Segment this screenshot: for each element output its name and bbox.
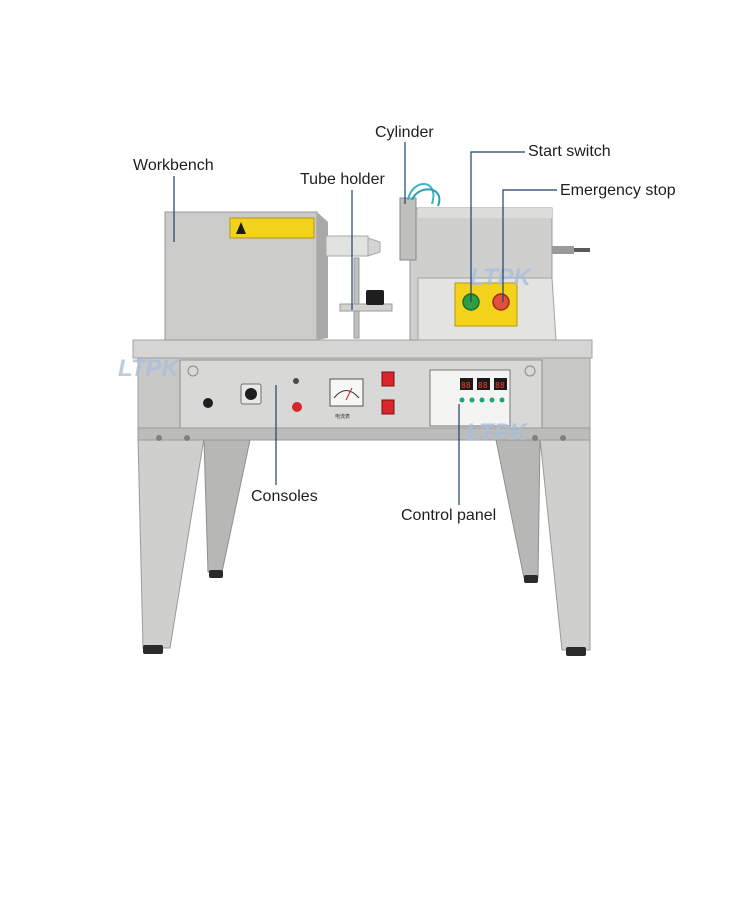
apron-bottom-rail	[137, 427, 591, 441]
warning-sticker	[229, 217, 315, 239]
apron-bolt-right	[524, 365, 536, 377]
heater-shaft-end	[574, 248, 590, 252]
right-front-foot	[566, 647, 586, 656]
rocker-switch-bottom[interactable]	[381, 399, 395, 415]
table-top	[132, 339, 593, 359]
label-consoles: Consoles	[251, 488, 318, 505]
display-digit-2: 88	[478, 381, 488, 390]
screw-right-2	[560, 435, 566, 441]
rocker-switch-top[interactable]	[381, 371, 395, 387]
panel-buttons	[459, 397, 505, 403]
panel-button[interactable]	[499, 397, 505, 403]
display-2	[477, 378, 490, 390]
label-tube-holder: Tube holder	[300, 171, 385, 188]
right-rear-leg	[495, 439, 541, 579]
display-3	[494, 378, 507, 390]
label-emergency-stop: Emergency stop	[560, 182, 676, 199]
dial-knob[interactable]	[245, 388, 257, 400]
workbench-side	[317, 212, 328, 340]
left-front-leg	[137, 437, 205, 649]
cylinder-body	[399, 197, 417, 261]
tube-nozzle-tip	[367, 237, 381, 257]
display-1	[460, 378, 473, 390]
screw-left-2	[184, 435, 190, 441]
panel-button[interactable]	[489, 397, 495, 403]
air-hose-2	[411, 188, 441, 207]
screw-left	[156, 435, 162, 441]
ammeter-scale	[333, 390, 360, 399]
screw-right	[532, 435, 538, 441]
red-push-button[interactable]	[292, 402, 302, 412]
gauge-caption: 电流表	[335, 413, 350, 420]
left-rear-leg	[203, 439, 251, 573]
leader-emergency-stop	[502, 189, 557, 302]
left-rear-foot	[209, 570, 223, 578]
warning-triangle-icon	[236, 222, 246, 234]
tube-nozzle	[325, 235, 369, 257]
watermark-center: LTPK	[470, 264, 533, 291]
leader-start-switch	[470, 151, 525, 302]
right-rear-foot	[524, 575, 538, 583]
watermark-right: LTPK	[466, 419, 529, 446]
display-digit-1: 88	[461, 381, 471, 390]
ammeter	[329, 378, 364, 407]
label-workbench: Workbench	[133, 157, 214, 174]
tube-holder-cup	[366, 290, 384, 305]
label-start-switch: Start switch	[528, 143, 611, 160]
air-hose	[407, 183, 435, 205]
label-cylinder: Cylinder	[375, 124, 434, 141]
tube-holder-plate	[339, 303, 393, 312]
right-front-leg	[539, 437, 591, 651]
tube-holder-rod	[353, 257, 360, 339]
display-digit-3: 88	[495, 381, 505, 390]
panel-button[interactable]	[459, 397, 465, 403]
label-control-panel: Control panel	[401, 507, 497, 524]
heater-shaft	[552, 246, 574, 254]
right-housing-top	[418, 208, 552, 218]
panel-button[interactable]	[479, 397, 485, 403]
left-front-foot	[143, 645, 163, 654]
apron-bolt-left	[187, 365, 199, 377]
emergency-stop-button[interactable]	[492, 293, 510, 311]
digital-displays	[460, 378, 507, 390]
watermark-left: LTPK	[118, 355, 181, 382]
ammeter-needle	[345, 387, 353, 401]
leader-lines	[173, 142, 557, 505]
knob-left-button[interactable]	[203, 398, 213, 408]
panel-button[interactable]	[469, 397, 475, 403]
indicator-lamp	[293, 378, 299, 384]
